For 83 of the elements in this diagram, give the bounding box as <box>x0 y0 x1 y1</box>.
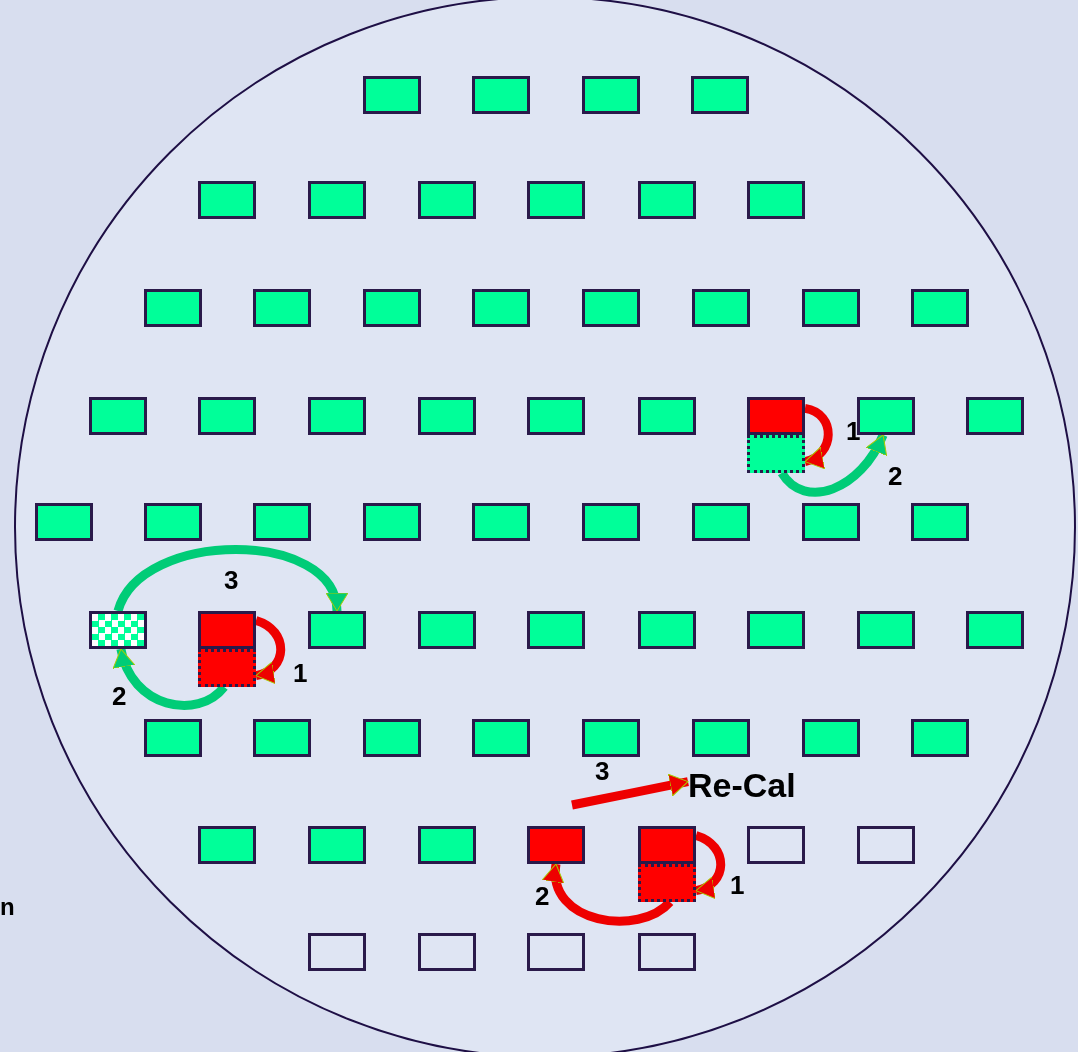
die <box>472 503 530 541</box>
die <box>472 289 530 327</box>
die <box>638 181 696 219</box>
die <box>35 503 93 541</box>
die <box>253 503 311 541</box>
die <box>363 76 421 114</box>
die <box>363 289 421 327</box>
die <box>363 503 421 541</box>
curved-arrow <box>778 433 888 497</box>
die <box>802 503 860 541</box>
failed-die <box>527 826 585 864</box>
die <box>582 76 640 114</box>
die <box>253 289 311 327</box>
shifted-die <box>747 435 805 473</box>
die <box>638 611 696 649</box>
step-number: 3 <box>595 758 610 784</box>
die <box>308 611 366 649</box>
die <box>691 76 749 114</box>
die <box>89 397 147 435</box>
die <box>308 397 366 435</box>
die <box>582 289 640 327</box>
die <box>911 289 969 327</box>
untested-die <box>418 933 476 971</box>
shifted-die <box>638 864 696 902</box>
failed-die <box>198 611 256 649</box>
die <box>638 397 696 435</box>
die <box>418 181 476 219</box>
curved-arrow <box>571 773 689 810</box>
untested-die <box>308 933 366 971</box>
step-number: 2 <box>112 683 127 709</box>
die <box>198 826 256 864</box>
curved-arrow <box>694 831 726 898</box>
die <box>198 181 256 219</box>
die <box>472 719 530 757</box>
die <box>692 503 750 541</box>
die <box>363 719 421 757</box>
step-number: 3 <box>224 567 239 593</box>
cut-off-text: n <box>0 895 15 919</box>
die <box>747 611 805 649</box>
die <box>527 611 585 649</box>
die <box>253 719 311 757</box>
die <box>692 289 750 327</box>
step-number: 1 <box>293 660 308 686</box>
curved-arrow <box>114 647 228 710</box>
die <box>857 611 915 649</box>
die <box>144 289 202 327</box>
step-number: 1 <box>846 418 861 444</box>
die <box>802 289 860 327</box>
die <box>692 719 750 757</box>
die <box>582 719 640 757</box>
die <box>144 503 202 541</box>
die <box>418 397 476 435</box>
reference-die <box>89 611 147 649</box>
curved-arrow <box>254 616 286 683</box>
untested-die <box>638 933 696 971</box>
die <box>418 611 476 649</box>
curved-arrow <box>803 404 833 468</box>
die <box>747 181 805 219</box>
die <box>308 826 366 864</box>
die <box>472 76 530 114</box>
curved-arrow <box>113 545 345 613</box>
die <box>198 397 256 435</box>
die <box>966 397 1024 435</box>
die <box>308 181 366 219</box>
step-number: 2 <box>535 883 550 909</box>
die <box>418 826 476 864</box>
step-number: 1 <box>730 872 745 898</box>
die <box>527 181 585 219</box>
failed-die <box>638 826 696 864</box>
untested-die <box>527 933 585 971</box>
step-number: 2 <box>888 463 903 489</box>
failed-die <box>747 397 805 435</box>
die <box>911 719 969 757</box>
untested-die <box>747 826 805 864</box>
untested-die <box>857 826 915 864</box>
die <box>527 397 585 435</box>
die <box>802 719 860 757</box>
node-label: Re-Cal <box>688 768 796 802</box>
die <box>911 503 969 541</box>
die <box>582 503 640 541</box>
die <box>966 611 1024 649</box>
shifted-die <box>198 649 256 687</box>
die <box>144 719 202 757</box>
